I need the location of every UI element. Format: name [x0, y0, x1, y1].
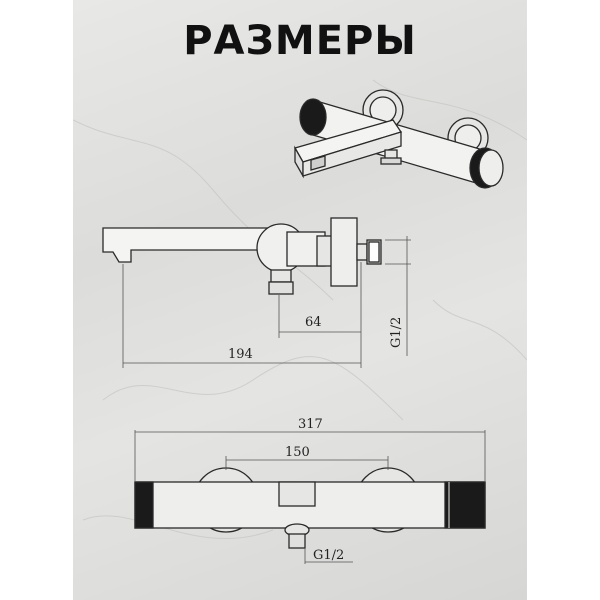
- faucet-top-view: [134, 467, 486, 549]
- product-card: РАЗМЕРЫ: [73, 0, 527, 600]
- dim-194-label: 194: [228, 347, 253, 362]
- marble-texture: [73, 79, 527, 540]
- page-title: РАЗМЕРЫ: [183, 18, 417, 64]
- dim-top-thread-label: G1/2: [313, 548, 344, 563]
- faucet-side-view: [102, 217, 382, 295]
- dim-64-label: 64: [305, 315, 322, 330]
- dim-side-thread-label: G1/2: [389, 317, 404, 348]
- top-dimension-lines: [134, 430, 486, 564]
- faucet-drawing: 64 194 G1/2: [73, 79, 527, 564]
- faucet-3d-view: [294, 89, 504, 189]
- dim-317-label: 317: [298, 417, 323, 432]
- dim-150-label: 150: [285, 445, 310, 460]
- side-dimension-lines: [122, 236, 411, 368]
